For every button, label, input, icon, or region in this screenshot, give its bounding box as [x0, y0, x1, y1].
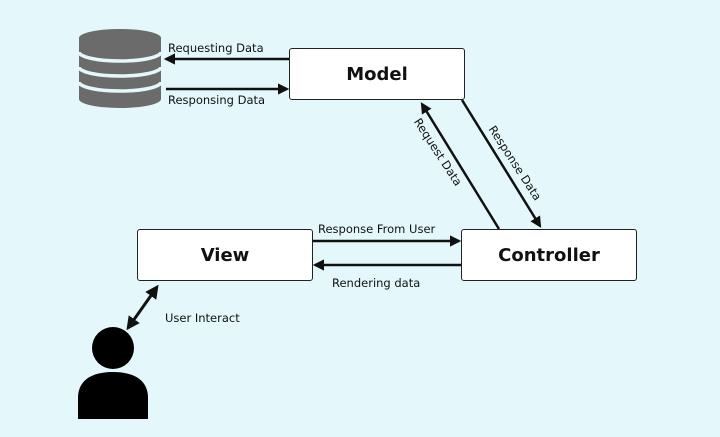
request-data-arrow	[420, 102, 501, 230]
requesting-data-label: Requesting Data	[168, 41, 264, 55]
rendering-data-label: Rendering data	[332, 276, 421, 290]
user-icon	[78, 327, 148, 419]
response-data-arrow	[460, 99, 542, 228]
response-from-user-label: Response From User	[318, 222, 436, 236]
model-box: Model	[289, 48, 465, 100]
responsing-data-label: Responsing Data	[168, 93, 266, 107]
view-box: View	[137, 229, 313, 281]
controller-box: Controller	[461, 229, 637, 281]
user-interact-label: User Interact	[165, 311, 240, 325]
database-icon	[77, 29, 163, 108]
user-interact-arrow	[126, 284, 159, 331]
